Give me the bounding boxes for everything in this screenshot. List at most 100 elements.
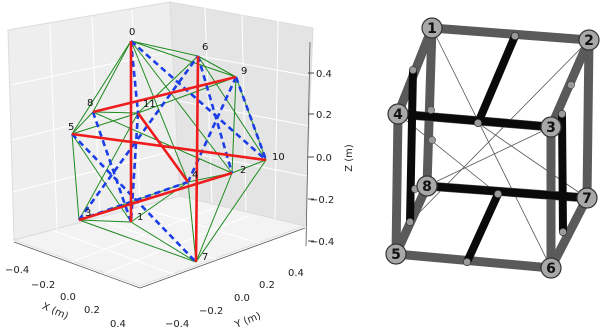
red-members (71, 41, 267, 263)
thin-diagonal-3 (477, 122, 588, 199)
node-label-7: 7 (202, 252, 208, 263)
cube-edge-11 (391, 109, 403, 259)
grid (10, 7, 311, 281)
svg-text:−0.2: −0.2 (310, 195, 334, 206)
cube-node-label-4: 4 (393, 107, 403, 123)
x-axis-label: X (m) (40, 301, 70, 322)
cube-node-7 (576, 187, 598, 209)
cube-joint-c (567, 81, 575, 89)
green-member-24 (187, 181, 197, 263)
y-tick-2: 0.0 (234, 293, 250, 304)
svg-text:0.2: 0.2 (84, 305, 100, 316)
x-tick-1: −0.2 (31, 280, 55, 291)
thin-diagonal-4 (409, 39, 590, 223)
y-tick-3: 0.2 (259, 280, 275, 291)
cube-joint-g (406, 218, 414, 226)
green-member-29 (231, 76, 237, 174)
y-axis: −0.4 −0.2 0.0 0.2 0.4 Y (m) (139, 227, 306, 332)
cube-edge-0 (427, 23, 594, 45)
cube-node-label-1: 1 (427, 21, 437, 37)
green-member-10 (78, 219, 132, 223)
green-member-17 (197, 55, 237, 78)
green-member-22 (231, 159, 267, 174)
node-label-0: 0 (129, 27, 135, 38)
z-tick-0: 0.4 (308, 69, 332, 80)
y-tick-1: −0.2 (199, 306, 223, 317)
cube-joint-h (494, 190, 502, 198)
svg-text:−0.4: −0.4 (310, 237, 334, 248)
blue-member-8 (234, 76, 268, 161)
red-member-3 (78, 171, 233, 222)
cube-node-label-7: 7 (582, 191, 592, 207)
cube-node-3 (540, 116, 562, 138)
z-tick-1: 0.2 (308, 110, 332, 121)
thin-diagonal-0 (431, 27, 552, 269)
green-member-26 (137, 76, 237, 114)
cube-edge-5 (546, 193, 592, 273)
node-label-10: 10 (272, 152, 285, 163)
cube-node-2 (578, 29, 600, 51)
cube-node-label-6: 6 (546, 261, 556, 277)
cube-node-1 (421, 17, 443, 39)
svg-text:0.4: 0.4 (316, 69, 332, 80)
node-label-2: 2 (240, 165, 246, 176)
x-tick-4: 0.4 (110, 319, 126, 330)
back-wall-right (169, 1, 314, 227)
svg-text:−0.2: −0.2 (31, 280, 55, 291)
node-label-9: 9 (241, 66, 247, 77)
z-axis: 0.4 0.2 0.0 −0.2 −0.4 Z (m) (305, 41, 355, 248)
green-member-19 (197, 55, 267, 161)
z-tick-2: 0.0 (308, 153, 332, 164)
black-bar-1 (394, 110, 555, 131)
cube-black-bars (394, 32, 591, 266)
svg-text:0.0: 0.0 (234, 293, 250, 304)
x-tick-2: 0.0 (60, 292, 76, 303)
blue-member-4 (77, 55, 200, 221)
black-bar-5 (406, 66, 417, 226)
green-member-27 (78, 112, 139, 221)
z-tick-4: −0.4 (308, 237, 334, 248)
green-member-23 (195, 172, 233, 263)
green-member-13 (130, 221, 197, 263)
cube-node-label-5: 5 (391, 247, 401, 263)
svg-text:0.0: 0.0 (316, 153, 332, 164)
x-tick-0: −0.4 (5, 265, 29, 276)
y-axis-label: Y (m) (233, 311, 263, 332)
black-bar-0 (474, 32, 519, 127)
red-member-1 (71, 132, 267, 162)
cube-joint-a (511, 32, 519, 40)
svg-text:−0.4: −0.4 (165, 319, 189, 330)
svg-text:−0.2: −0.2 (199, 306, 223, 317)
cube-node-label-2: 2 (584, 33, 594, 49)
node-label-4: 4 (192, 170, 198, 181)
cube-edge-9 (582, 35, 594, 203)
svg-text:0.4: 0.4 (288, 268, 304, 279)
green-member-5 (130, 40, 189, 183)
cube-joint-l (428, 136, 436, 144)
green-member-11 (78, 219, 197, 263)
green-member-0 (92, 40, 132, 113)
cube-joint-i (463, 258, 471, 266)
red-member-4 (194, 55, 200, 263)
cube-edge-4 (391, 249, 556, 273)
cube-joint-d (474, 119, 482, 127)
green-member-18 (137, 55, 199, 114)
svg-text:0.4: 0.4 (110, 319, 126, 330)
green-member-8 (71, 111, 94, 135)
cube-node-label-8: 8 (422, 179, 432, 195)
red-member-2 (92, 75, 237, 114)
cube-node-5 (385, 243, 407, 265)
green-member-4 (130, 40, 233, 174)
black-bar-3 (463, 190, 502, 266)
x-tick-3: 0.2 (84, 305, 100, 316)
cube-joint-j (559, 228, 567, 236)
svg-text:0.2: 0.2 (316, 110, 332, 121)
y-tick-0: −0.4 (165, 319, 189, 330)
svg-text:0.0: 0.0 (60, 292, 76, 303)
green-member-9 (71, 112, 139, 135)
node-label-5: 5 (68, 122, 74, 133)
cube-joint-e (427, 106, 435, 114)
